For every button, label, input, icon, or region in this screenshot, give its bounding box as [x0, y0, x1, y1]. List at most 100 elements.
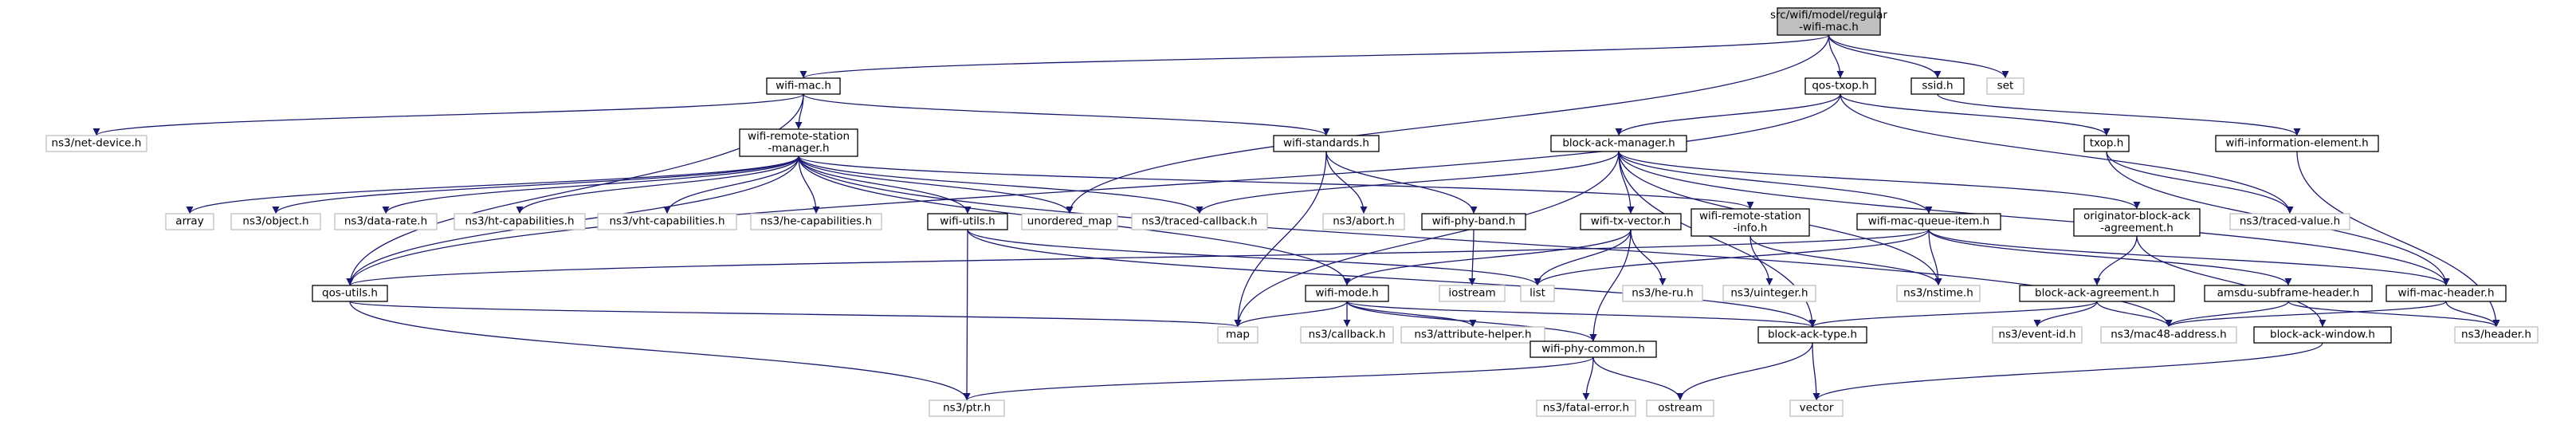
edge-wifi-mac-queue-item-to-qos-utils [347, 229, 1930, 286]
edge-wifi-utils-to-list [967, 229, 1541, 286]
node-qos-txop[interactable]: qos-txop.h [1804, 77, 1876, 95]
node-box-wifi-utils [927, 213, 1008, 230]
node-ptr: ns3/ptr.h [929, 399, 1005, 417]
edge-block-ack-agreement-to-block-ack-type [1808, 301, 2098, 328]
node-label-wifi-standards-0: wifi-standards.h [1283, 137, 1369, 150]
edge-qos-txop-to-traced-value [1840, 93, 2294, 214]
node-wifi-information-element[interactable]: wifi-information-element.h [2215, 135, 2379, 152]
node-array: array [165, 213, 214, 230]
node-box-wifi-phy-common [1530, 340, 1657, 358]
node-wifi-mac-header[interactable]: wifi-mac-header.h [2386, 285, 2507, 302]
node-box-block-ack-window [2253, 326, 2392, 344]
edge-amsdu-subframe-header-to-header [2287, 301, 2500, 328]
node-wifi-mac-queue-item[interactable]: wifi-mac-queue-item.h [1856, 213, 2001, 230]
node-label-vht-capabilities-0: ns3/vht-capabilities.h [609, 215, 724, 228]
edge-block-ack-agreement-to-event-id [2033, 301, 2098, 328]
node-label-root-1: -wifi-mac.h [1799, 21, 1859, 33]
node-wifi-tx-vector[interactable]: wifi-tx-vector.h [1580, 213, 1682, 230]
node-header: ns3/header.h [2454, 326, 2539, 344]
node-label-nstime-0: ns3/nstime.h [1903, 287, 1973, 300]
node-box-originator-block-ack-agreement [2073, 208, 2201, 237]
node-label-abort-0: ns3/abort.h [1333, 215, 1395, 228]
node-wifi-remote-station-manager[interactable]: wifi-remote-station-manager.h [739, 128, 858, 157]
edge-wifi-mac-to-net-device [92, 93, 804, 136]
node-wifi-utils[interactable]: wifi-utils.h [927, 213, 1008, 230]
node-label-wifi-mac-queue-item-0: wifi-mac-queue-item.h [1868, 215, 1989, 228]
edge-wifi-phy-common-to-ptr [963, 356, 1594, 401]
node-wifi-remote-station-info[interactable]: wifi-remote-station-info.h [1690, 208, 1810, 237]
node-label-block-ack-type-0: block-ack-type.h [1768, 329, 1857, 341]
node-label-amsdu-subframe-header-0: amsdu-subframe-header.h [2217, 287, 2360, 300]
node-box-vector [1789, 399, 1844, 417]
node-vector: vector [1789, 399, 1844, 417]
node-ostream: ostream [1646, 399, 1714, 417]
node-event-id: ns3/event-id.h [1992, 326, 2083, 344]
edge-block-ack-manager-to-traced-callback [1196, 151, 1620, 214]
node-uinteger: ns3/uinteger.h [1722, 285, 1816, 302]
edge-wifi-mac-header-to-mac48-address [2165, 301, 2447, 328]
node-wifi-phy-common[interactable]: wifi-phy-common.h [1530, 340, 1657, 358]
node-he-ru: ns3/he-ru.h [1622, 285, 1703, 302]
edge-block-ack-type-to-ostream [1676, 342, 1813, 401]
edge-wifi-remote-station-manager-to-he-capabilities [798, 155, 820, 214]
node-ssid[interactable]: ssid.h [1910, 77, 1965, 95]
node-box-map [1217, 326, 1259, 344]
edge-block-ack-manager-to-map [1234, 151, 1620, 328]
node-box-data-rate [334, 213, 438, 230]
node-txop[interactable]: txop.h [2083, 135, 2130, 152]
edge-wifi-mac-queue-item-to-list [1533, 229, 1930, 286]
node-originator-block-ack-agreement[interactable]: originator-block-ack-agreement.h [2073, 208, 2201, 237]
node-set: set [1986, 77, 2024, 95]
node-label-ht-capabilities-0: ns3/ht-capabilities.h [465, 215, 574, 228]
node-data-rate: ns3/data-rate.h [334, 213, 438, 230]
edge-wifi-remote-station-manager-to-traced-callback [798, 155, 1204, 214]
node-wifi-standards[interactable]: wifi-standards.h [1273, 135, 1380, 152]
node-block-ack-manager[interactable]: block-ack-manager.h [1550, 135, 1687, 152]
node-iostream: iostream [1439, 285, 1506, 302]
node-label-uinteger-0: ns3/uinteger.h [1730, 287, 1808, 300]
node-wifi-phy-band[interactable]: wifi-phy-band.h [1421, 213, 1526, 230]
node-attribute-helper: ns3/attribute-helper.h [1400, 326, 1545, 344]
node-root[interactable]: src/wifi/model/regular-wifi-mac.h [1770, 7, 1887, 36]
node-label-unordered-map-0: unordered_map [1027, 215, 1112, 228]
node-label-map-0: map [1226, 329, 1250, 341]
node-block-ack-window[interactable]: block-ack-window.h [2253, 326, 2392, 344]
node-wifi-mac[interactable]: wifi-mac.h [766, 77, 841, 95]
node-qos-utils[interactable]: qos-utils.h [312, 285, 388, 302]
node-nstime: ns3/nstime.h [1896, 285, 1981, 302]
node-box-wifi-mode [1305, 285, 1389, 302]
edge-originator-block-ack-agreement-to-block-ack-window [2136, 235, 2327, 328]
node-label-he-capabilities-0: ns3/he-capabilities.h [760, 215, 872, 228]
node-fatal-error: ns3/fatal-error.h [1536, 399, 1636, 417]
edge-wifi-mac-queue-item-to-amsdu-subframe-header [1928, 229, 2292, 286]
edge-wifi-standards-to-wifi-phy-band [1325, 151, 1478, 214]
node-label-ssid-0: ssid.h [1922, 80, 1953, 92]
edge-wifi-remote-station-manager-to-array [186, 155, 799, 214]
node-box-event-id [1992, 326, 2083, 344]
node-box-wifi-mac-header [2386, 285, 2507, 302]
node-map: map [1217, 326, 1259, 344]
node-traced-callback: ns3/traced-callback.h [1131, 213, 1268, 230]
node-list: list [1520, 285, 1555, 302]
node-box-iostream [1439, 285, 1506, 302]
node-box-wifi-remote-station-info [1690, 208, 1810, 237]
edge-wifi-remote-station-manager-to-wifi-utils [798, 155, 972, 214]
edge-wifi-mac-queue-item-to-nstime [1928, 229, 1942, 286]
edge-wifi-tx-vector-to-wifi-mode [1343, 229, 1632, 286]
edge-block-ack-manager-to-originator-block-ack-agreement [1618, 151, 2141, 210]
node-block-ack-type[interactable]: block-ack-type.h [1757, 326, 1867, 344]
node-wifi-mode[interactable]: wifi-mode.h [1305, 285, 1389, 302]
node-box-block-ack-type [1757, 326, 1867, 344]
edge-wifi-mode-to-map [1234, 301, 1348, 328]
edge-qos-txop-to-txop [1840, 93, 2111, 136]
node-label-attribute-helper-0: ns3/attribute-helper.h [1414, 329, 1531, 341]
node-block-ack-agreement[interactable]: block-ack-agreement.h [2019, 285, 2175, 302]
node-label-wifi-remote-station-manager-1: -manager.h [768, 142, 829, 155]
node-box-he-capabilities [750, 213, 882, 230]
node-amsdu-subframe-header[interactable]: amsdu-subframe-header.h [2204, 285, 2373, 302]
edge-block-ack-manager-to-wifi-mac-queue-item [1618, 151, 1933, 214]
edge-block-ack-type-to-vector [1812, 342, 1820, 401]
edge-block-ack-window-to-vector [1812, 342, 2323, 401]
node-box-fatal-error [1536, 399, 1636, 417]
